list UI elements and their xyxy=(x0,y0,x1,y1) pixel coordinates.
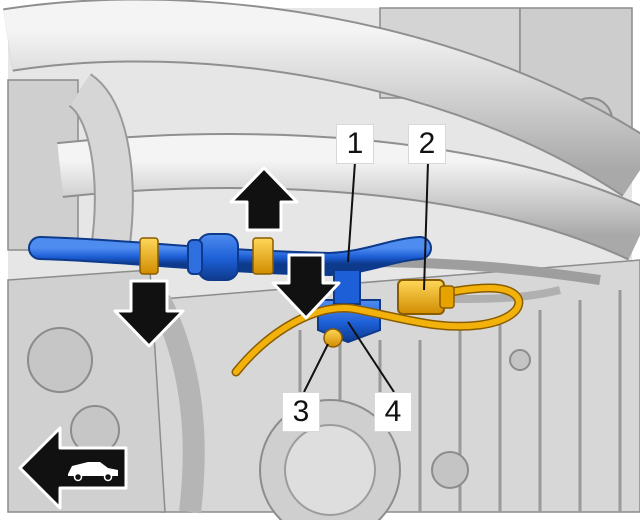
leader-line-2 xyxy=(423,161,429,291)
intake-pipes xyxy=(3,0,640,261)
callout-4: 4 xyxy=(374,392,412,432)
direction-arrows xyxy=(113,166,341,348)
down-arrow-icon xyxy=(113,279,185,348)
down-arrow-icon xyxy=(271,253,341,320)
vehicle-direction-indicator xyxy=(18,426,128,510)
leader-lines xyxy=(303,161,429,393)
hose-clamps xyxy=(139,237,274,275)
callout-3: 3 xyxy=(282,392,320,432)
up-arrow-icon xyxy=(229,166,299,232)
callout-2: 2 xyxy=(408,124,446,164)
leader-line-4 xyxy=(347,321,395,393)
leader-line-3 xyxy=(303,343,329,393)
leader-line-1 xyxy=(347,161,356,263)
engine-block xyxy=(149,259,640,520)
callout-1: 1 xyxy=(336,124,374,164)
car-icon xyxy=(68,462,118,482)
